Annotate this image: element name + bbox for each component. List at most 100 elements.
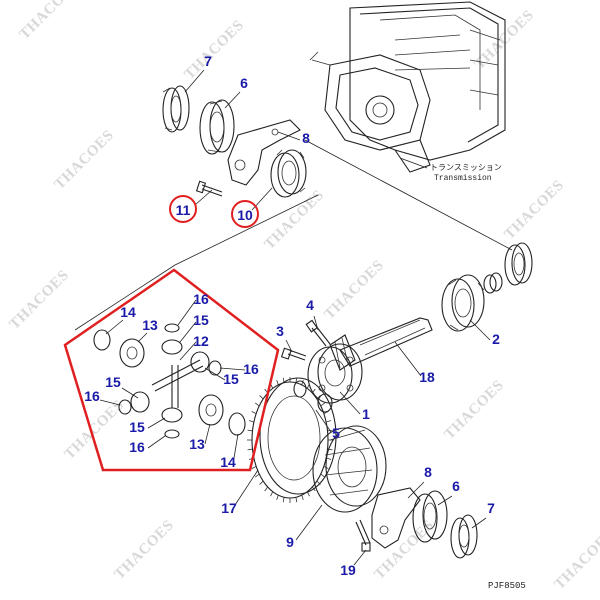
leader-line [407,481,425,499]
part-number-label: 14 [120,304,136,320]
pinion-15-left [130,391,150,413]
leader-line [339,391,361,415]
leader-line [394,341,422,377]
leader-line [177,299,197,326]
part-number-label: 14 [220,454,236,470]
part-number-label: 5 [332,425,340,441]
watermark-text: THACOES [17,0,83,43]
ring-gear-tooth [248,420,254,423]
leader-line [295,504,323,541]
leader-line [99,399,121,406]
ring-gear-tooth [295,377,298,383]
leader-line [437,495,453,506]
leader-line [315,409,332,433]
watermark-text: THACOES [502,177,568,243]
callout-circle-10 [231,200,259,228]
bearing-7-upper [162,85,190,133]
leader-line [121,387,139,399]
part-number-label: 16 [193,291,209,307]
bolt-11 [195,180,223,197]
leader-line [137,332,148,343]
leader-line [204,423,211,445]
watermark-text: THACOES [262,187,328,253]
leader-lines [99,69,491,566]
part-number-label: 6 [452,478,460,494]
pinion-15-top [161,339,183,355]
part-number-label: 13 [189,436,205,452]
part-number-label: 16 [129,439,145,455]
watermark-text: THACOES [112,517,178,583]
differential-case-9 [312,425,387,513]
thrust-washer-14-upper [93,329,111,351]
leader-line [219,367,246,371]
washer-16-top [164,323,180,333]
leader-line [184,69,205,93]
carrier-1 [307,343,363,404]
ring-gear-tooth [301,379,304,385]
ring-gear-tooth [323,411,329,415]
ring-gear-tooth [295,497,298,503]
ring-gear-tooth [306,383,310,389]
leader-line [233,433,239,459]
part-number-label: 16 [243,361,259,377]
leader-line [277,131,301,141]
ring-gear-tooth [251,411,257,415]
transmission-label-jp: トランスミッション [430,163,502,173]
part-number-label: 12 [193,333,209,349]
part-number-label: 15 [105,374,121,390]
watermark-text: THACOES [552,527,600,593]
watermark-text: THACOES [182,17,248,83]
ring-gear-tooth [270,491,274,497]
bearing-7-lower [450,514,478,559]
thrust-washer-14-lower [228,412,246,436]
bearing-6-lower [412,490,448,543]
part-number-label: 13 [142,317,158,333]
ring-gear-tooth [254,473,260,478]
ring-gear-tooth [282,497,285,503]
leader-line [234,469,259,506]
washer-16-bottom [164,429,180,439]
ring-gear-tooth [259,395,264,400]
leader-line [179,321,197,343]
part-number-label: 10 [237,207,253,223]
part-number-label: 11 [176,202,191,218]
washer-16-right [208,360,222,376]
part-number-label: 8 [302,130,310,146]
watermark-layer: THACOES THACOES THACOES THACOES THACOES THACO… [7,0,600,593]
cage-2 [441,274,485,332]
part-number-label: 19 [340,562,356,578]
part-number-label: 15 [129,419,145,435]
leader-line [179,341,197,361]
pinion-15-bottom [161,407,183,423]
part-number-label: 9 [286,534,294,550]
pinion-15-right [190,351,210,373]
side-gear-13-upper [119,338,145,368]
ring-gear-tooth [282,377,285,383]
bolt-4 [305,319,331,347]
ring-gear-tooth [312,388,316,394]
ring-gear-tooth [306,491,310,497]
ring-gear-tooth [251,465,257,469]
bearing-6-upper [199,99,235,155]
part-number-label: 18 [419,369,435,385]
part-number-label: 6 [240,75,248,91]
side-gear-13-lower [198,394,224,426]
part-number-label: 2 [492,331,500,347]
leader-line [147,417,166,429]
pinion-shaft-18 [329,317,433,371]
ring-gear-tooth [301,495,304,501]
watermark-text: THACOES [7,267,73,333]
retainer-8-upper [227,119,301,186]
transmission-housing [309,1,506,173]
leader-line [471,517,487,529]
leader-line [224,91,241,109]
part-number-label: 17 [221,500,237,516]
part-number-label: 15 [193,312,209,328]
leader-line [204,367,226,381]
ring-gear-tooth [247,448,253,451]
ring-gear-tooth [312,486,316,492]
spider-12-arm-b [171,365,179,408]
